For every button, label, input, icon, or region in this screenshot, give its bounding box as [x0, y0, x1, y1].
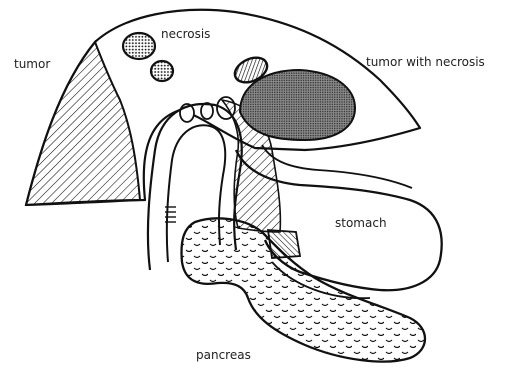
label-necrosis: necrosis	[161, 27, 210, 41]
necrosis-spot-2	[151, 61, 173, 81]
label-pancreas: pancreas	[196, 348, 251, 362]
tumor-with-necrosis-mass	[240, 70, 355, 140]
label-stomach: stomach	[335, 216, 387, 230]
label-tumor-with-necrosis: tumor with necrosis	[366, 55, 485, 69]
label-tumor: tumor	[14, 57, 50, 71]
necrosis-spot-1	[123, 33, 155, 59]
